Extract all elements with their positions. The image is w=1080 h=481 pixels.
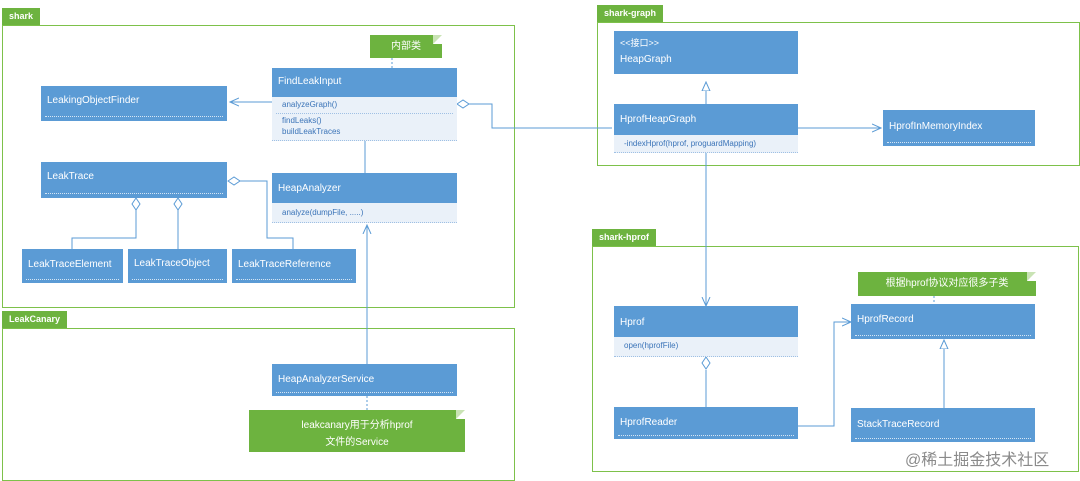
- leaking-object-finder-class[interactable]: LeakingObjectFinder: [41, 86, 227, 121]
- hprof-heap-graph-ops: -indexHprof(hprof, proguardMapping): [614, 135, 798, 153]
- heap-analyzer-name: HeapAnalyzer: [278, 183, 341, 194]
- leak-trace-reference-name: LeakTraceReference: [238, 259, 332, 270]
- leak-trace-name: LeakTrace: [47, 171, 94, 182]
- hprof-class[interactable]: Hprof: [614, 306, 798, 337]
- find-leak-input-class[interactable]: FindLeakInput: [272, 68, 457, 97]
- hprof-in-memory-index-class[interactable]: HprofInMemoryIndex: [883, 110, 1035, 146]
- divider: [132, 279, 223, 280]
- op-open: open(hprofFile): [624, 341, 679, 350]
- heap-graph-stereotype: <<接口>>: [620, 38, 660, 48]
- divider: [236, 279, 352, 280]
- op-index-hprof: -indexHprof(hprof, proguardMapping): [624, 139, 757, 148]
- heap-analyzer-class[interactable]: HeapAnalyzer: [272, 173, 457, 203]
- leaking-object-finder-name: LeakingObjectFinder: [47, 95, 140, 106]
- divider: [276, 392, 453, 393]
- leak-trace-element-class[interactable]: LeakTraceElement: [22, 249, 123, 283]
- find-leak-input-divider: [276, 113, 453, 114]
- divider: [45, 193, 223, 194]
- divider: [855, 335, 1031, 336]
- find-leak-input-name: FindLeakInput: [278, 76, 342, 87]
- note-inner-class: 内部类: [370, 35, 442, 58]
- stack-trace-record-name: StackTraceRecord: [857, 419, 940, 430]
- leak-trace-object-name: LeakTraceObject: [134, 258, 210, 269]
- divider: [26, 279, 119, 280]
- heap-analyzer-ops: analyze(dumpFile, .....): [272, 203, 457, 223]
- divider: [618, 435, 794, 436]
- op-analyze-graph: analyzeGraph(): [282, 100, 338, 109]
- hprof-reader-class[interactable]: HprofReader: [614, 407, 798, 439]
- hprof-in-memory-index-name: HprofInMemoryIndex: [889, 121, 983, 132]
- hprof-record-name: HprofRecord: [857, 314, 914, 325]
- stack-trace-record-class[interactable]: StackTraceRecord: [851, 408, 1035, 442]
- op-analyze: analyze(dumpFile, .....): [282, 208, 364, 217]
- heap-graph-name: HeapGraph: [620, 54, 672, 65]
- op-build-leak-traces: buildLeakTraces: [282, 127, 341, 136]
- note-service-line1: leakcanary用于分析hprof: [301, 420, 413, 431]
- leak-trace-element-name: LeakTraceElement: [28, 259, 112, 270]
- hprof-ops: open(hprofFile): [614, 337, 798, 357]
- watermark: @稀土掘金技术社区: [905, 452, 1050, 469]
- note-subclasses: 根据hprof协议对应很多子类: [858, 272, 1036, 296]
- op-find-leaks: findLeaks(): [282, 116, 322, 125]
- hprof-heap-graph-class[interactable]: HprofHeapGraph: [614, 104, 798, 135]
- leak-trace-reference-class[interactable]: LeakTraceReference: [232, 249, 356, 283]
- hprof-reader-name: HprofReader: [620, 417, 678, 428]
- hprof-record-class[interactable]: HprofRecord: [851, 304, 1035, 339]
- package-shark-graph-tab: shark-graph: [597, 5, 664, 22]
- package-leakcanary-tab: LeakCanary: [2, 311, 68, 328]
- divider: [887, 142, 1031, 143]
- leak-trace-object-class[interactable]: LeakTraceObject: [128, 249, 227, 283]
- hprof-heap-graph-name: HprofHeapGraph: [620, 114, 697, 125]
- heap-graph-interface[interactable]: <<接口>> HeapGraph: [614, 31, 798, 74]
- heap-analyzer-service-name: HeapAnalyzerService: [278, 374, 375, 385]
- hprof-name: Hprof: [620, 317, 645, 328]
- divider: [855, 438, 1031, 439]
- package-shark-tab: shark: [2, 8, 41, 25]
- note-service-line2: 文件的Service: [325, 437, 389, 448]
- package-shark-hprof-tab: shark-hprof: [592, 229, 657, 246]
- find-leak-input-ops: analyzeGraph() findLeaks() buildLeakTrac…: [272, 97, 457, 141]
- leak-trace-class[interactable]: LeakTrace: [41, 162, 227, 198]
- note-service: leakcanary用于分析hprof 文件的Service: [249, 410, 465, 452]
- heap-analyzer-service-class[interactable]: HeapAnalyzerService: [272, 364, 457, 396]
- divider: [45, 116, 223, 117]
